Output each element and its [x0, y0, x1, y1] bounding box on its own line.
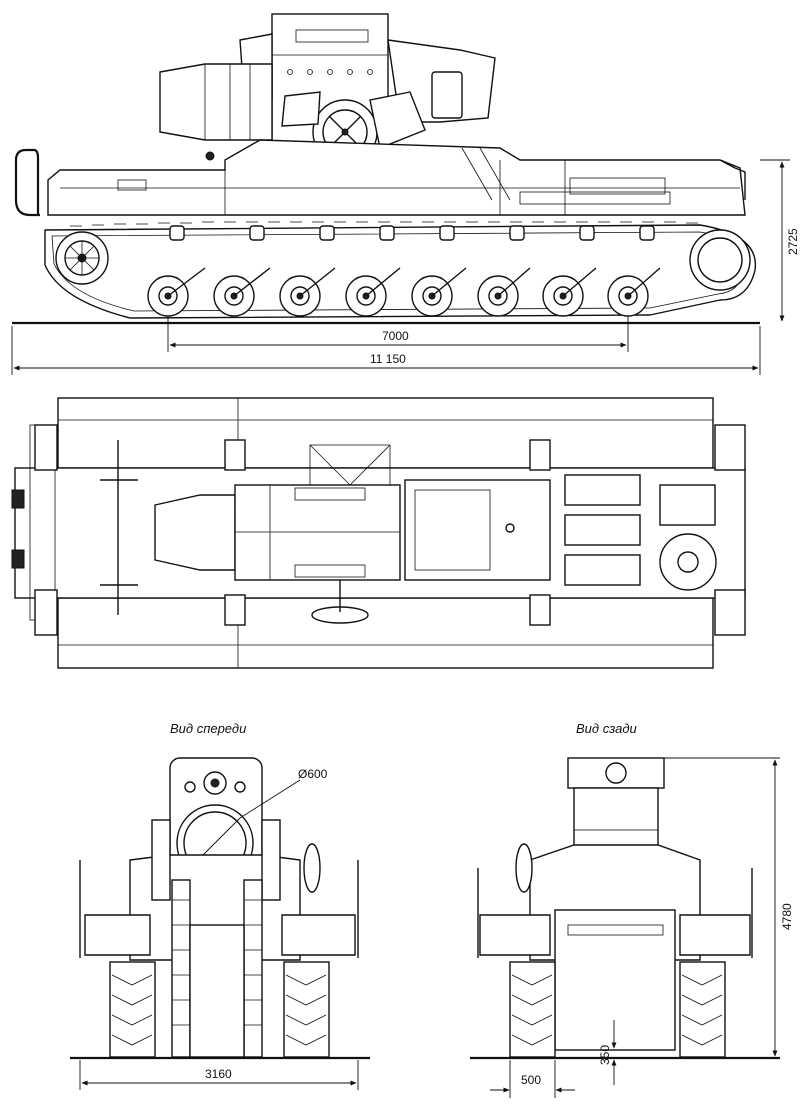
track-width-label: 500 — [521, 1073, 541, 1087]
front-view: Вид спереди Ø600 — [70, 721, 370, 1090]
mortar-top — [154, 444, 401, 581]
dimension-wheelbase: 7000 — [167, 316, 629, 352]
dimension-clearance: 350 — [598, 1020, 630, 1085]
rear-view-caption: Вид сзади — [576, 721, 637, 736]
rear-view: Вид сзади 4780 — [470, 721, 794, 1098]
dimension-height-total: 4780 — [664, 757, 794, 1057]
length-label: 11 150 — [370, 352, 406, 366]
side-view: 2725 7000 11 150 — [11, 13, 800, 375]
track — [44, 221, 757, 319]
track-right-top — [57, 597, 714, 669]
front-tracks — [109, 961, 330, 1058]
height-total-label: 4780 — [780, 903, 794, 930]
track-links-upper — [70, 221, 698, 227]
height-side-label: 2725 — [786, 228, 800, 255]
mortar-diameter-label: Ø600 — [298, 767, 328, 781]
dimension-track-width: 500 — [490, 1060, 575, 1098]
clearance-label: 350 — [598, 1045, 612, 1065]
rear-tracks — [509, 961, 726, 1058]
dimension-length: 11 150 — [11, 326, 761, 375]
front-rails — [171, 879, 263, 1058]
top-view — [11, 397, 746, 669]
width-label: 3160 — [205, 1067, 232, 1081]
wheelbase-label: 7000 — [382, 329, 409, 343]
dimension-height-side: 2725 — [760, 159, 800, 322]
track-left-top — [57, 397, 714, 469]
dimension-width: 3160 — [79, 1060, 359, 1090]
hull — [14, 139, 746, 217]
front-view-caption: Вид спереди — [170, 721, 246, 736]
rear-wheel-top — [659, 533, 717, 591]
road-wheels — [147, 275, 649, 317]
